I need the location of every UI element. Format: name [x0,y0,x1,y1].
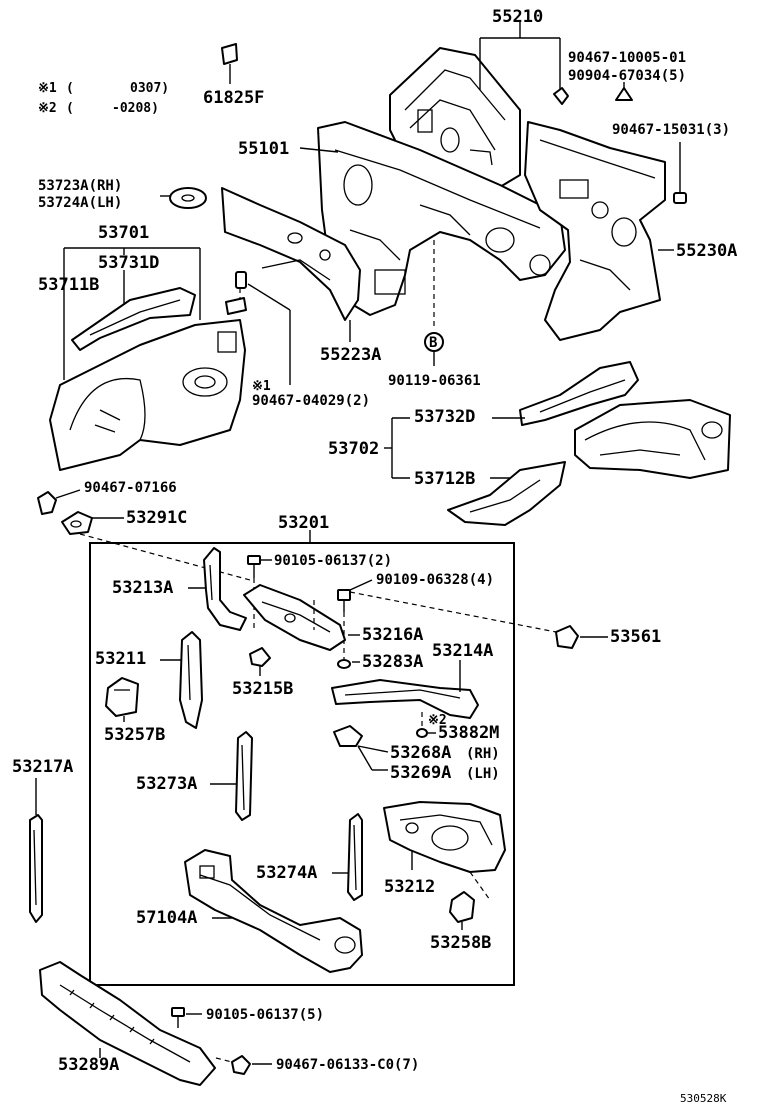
label-90109-06328: 90109-06328(4) [376,572,494,588]
label-53274a: 53274A [256,863,317,883]
note2-mark: ※2 [38,101,57,116]
label-90105-06137-5: 90105-06137(5) [206,1007,324,1023]
label-55223a: 55223A [320,345,381,365]
label-53291c: 53291C [126,508,187,528]
bolt-90467-15031: 90467-15031(3) [612,122,730,204]
star1-mark: ※1 [252,379,271,394]
label-53213a: 53213A [112,578,173,598]
date-notes: ※1 ( 0307) ※2 ( -0208) [38,81,169,116]
label-53882m: 53882M [438,723,499,743]
star2-mark: ※2 [428,713,447,728]
label-53712b: 53712B [414,469,475,489]
note1-code: 0307) [130,81,169,96]
label-53215b: 53215B [232,679,293,699]
label-53269a-suffix: (LH) [466,766,500,782]
label-53561: 53561 [610,627,661,647]
label-90467-06133: 90467-06133-C0(7) [276,1057,419,1073]
label-53724a: 53724A(LH) [38,195,122,211]
part-53561: 53561 [555,625,661,649]
note2-open: ( [66,101,74,116]
part-53216a: 53216A [243,584,423,651]
label-53731d: 53731D [98,253,159,273]
part-53211: 53211 [95,631,203,729]
clip-90467-04029: ※1 90467-04029(2) [225,271,370,409]
part-53212: 53212 [383,801,506,901]
part-53702-assembly: 53732D 53712B 53702 [328,361,731,526]
part-55230a: 55230A [524,121,737,341]
label-53201: 53201 [278,513,329,533]
label-53283a: 53283A [362,652,423,672]
label-90467-10005: 90467-10005-01 [568,50,686,66]
label-90467-04029: 90467-04029(2) [252,393,370,409]
part-53283a: 53283A [337,652,423,672]
b-marker: B [429,335,437,351]
clip-90467-10005: 90467-10005-01 [553,50,686,105]
label-53273a: 53273A [136,774,197,794]
part-53274a: 53274A [256,813,363,901]
bolt-90119-06361: B 90119-06361 [388,240,481,389]
bolt-90105-06137-5: 90105-06137(5) [171,1007,324,1028]
note1-mark: ※1 [38,81,57,96]
part-53289a: 53289A [39,961,216,1086]
label-53216a: 53216A [362,625,423,645]
part-53257b: 53257B [104,677,165,745]
part-53258b: 53258B [430,891,491,953]
part-53214a: 53214A [331,641,493,719]
part-57104a: 57104A [136,849,363,973]
label-53268a-suffix: (RH) [466,746,500,762]
label-90467-07166: 90467-07166 [84,480,177,496]
small-plate-shape [221,43,238,65]
label-90119-06361: 90119-06361 [388,373,481,389]
part-53882m: ※2 53882M [416,712,499,743]
label-55101: 55101 [238,139,289,159]
part-53291c: 53291C [61,508,251,581]
label-53723a: 53723A(RH) [38,178,122,194]
label-53289a: 53289A [58,1055,119,1075]
label-55230a: 55230A [676,241,737,261]
note1-open: ( [66,81,74,96]
label-53211: 53211 [95,649,146,669]
clip-90904-67034: 90904-67034(5) [568,68,686,101]
part-55223a: 55223A [221,187,381,365]
label-53214a: 53214A [432,641,493,661]
label-90904-67034: 90904-67034(5) [568,68,686,84]
label-53269a: 53269A [390,763,451,783]
clip-90467-07166: 90467-07166 [37,480,177,515]
label-53711b: 53711B [38,275,99,295]
label-90467-15031: 90467-15031(3) [612,122,730,138]
label-55210: 55210 [492,7,543,27]
part-53268a: 53268A (RH) 53269A (LH) [333,725,500,783]
clip-90467-06133: 90467-06133-C0(7) [215,1055,419,1075]
part-53217a: 53217A [12,757,73,923]
label-53268a: 53268A [390,743,451,763]
diagram-ref-code: 530528K [680,1092,727,1105]
label-53702: 53702 [328,439,379,459]
label-53217a: 53217A [12,757,73,777]
label-57104a: 57104A [136,908,197,928]
assembly-53201-frame: 53201 [89,513,515,986]
label-53258b: 53258B [430,933,491,953]
part-53273a: 53273A [136,731,253,821]
part-53215b: 53215B [232,647,293,699]
label-53257b: 53257B [104,725,165,745]
label-53701: 53701 [98,223,149,243]
note2-code: -0208) [112,101,159,116]
bolt-90109-06328: 90109-06328(4) [337,572,557,660]
label-61825f: 61825F [203,88,264,108]
part-53723a: 53723A(RH) 53724A(LH) [38,178,207,211]
part-53213a: 53213A [112,547,247,631]
label-90105-06137-2: 90105-06137(2) [274,553,392,569]
part-53701-assembly: 53701 53731D 53711B [38,223,246,471]
label-53212: 53212 [384,877,435,897]
part-61825f: 61825F [203,43,264,108]
label-53732d: 53732D [414,407,475,427]
